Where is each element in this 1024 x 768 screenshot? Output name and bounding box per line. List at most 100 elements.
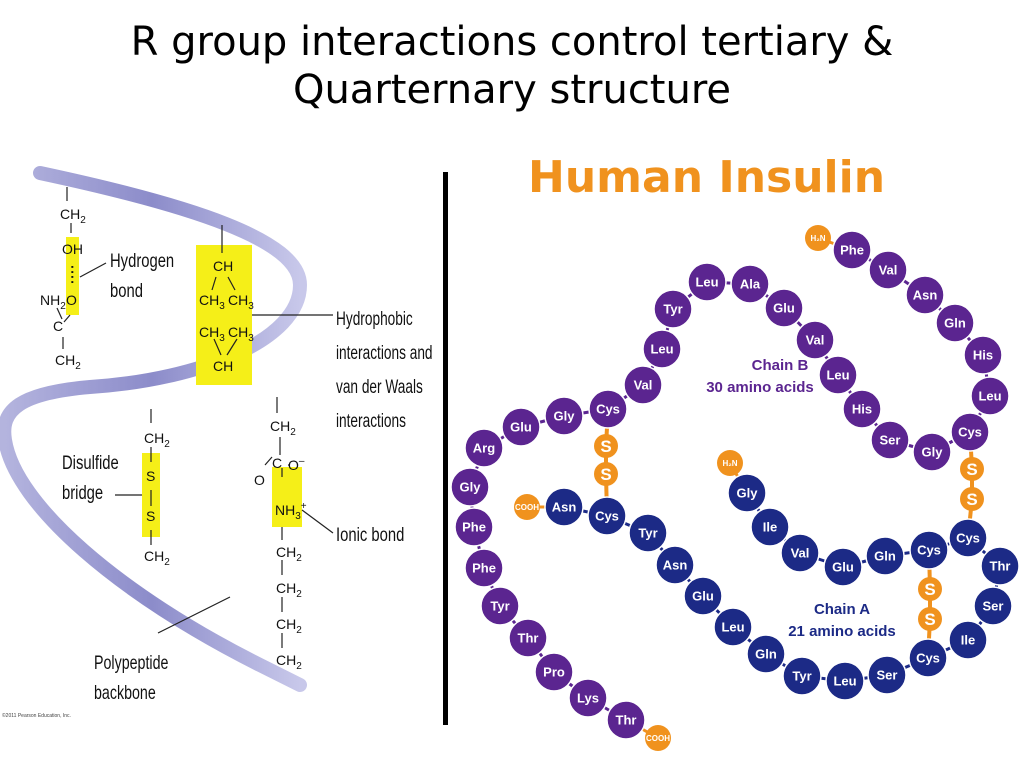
chain-a-count-label: 21 amino acids	[788, 623, 896, 640]
chain-a-residue: Gln	[746, 634, 786, 674]
chain-b-residue-label: Lys	[577, 691, 599, 706]
chain-b-residue-label: Gln	[944, 316, 966, 331]
chain-b-residue: Phe	[464, 548, 504, 588]
sulfur-atom	[918, 577, 942, 601]
human-insulin-diagram: Human Insulin PheValAsnGlnHisLeuCysGlySe…	[450, 152, 1020, 751]
label-leader-lines	[79, 262, 334, 634]
chain-b-residue: Pro	[534, 652, 574, 692]
chain-a-bead	[746, 634, 786, 674]
chain-a-residue-label: Val	[791, 546, 810, 561]
chain-b-residue-label: Leu	[695, 275, 718, 290]
chain-b-bead	[870, 420, 910, 460]
o-label: O	[66, 292, 77, 308]
chain-b-residue: Leu	[642, 329, 682, 369]
chain-a-residue-label: Tyr	[792, 669, 811, 684]
chain-b-bead	[970, 376, 1010, 416]
chain-b-residue: Tyr	[480, 586, 520, 626]
chain-b-residue: Thr	[508, 618, 548, 658]
sulfur-atom	[960, 487, 984, 511]
chain-b-residue-label: Tyr	[663, 302, 682, 317]
chain-a-bead	[908, 638, 948, 678]
chain-a-bead	[948, 518, 988, 558]
polypeptide-backbone-ribbon	[0, 166, 308, 692]
chain-a-n-terminus	[717, 450, 743, 476]
chain-a-residue-label: Cys	[595, 509, 619, 524]
ch2-label: CH2	[144, 430, 170, 450]
chain-b-count-label: 30 amino acids	[706, 379, 814, 396]
chain-a-residue-label: Asn	[663, 558, 688, 573]
chain-a-residue: Ile	[750, 507, 790, 547]
ch2-label: CH2	[55, 352, 81, 372]
chain-b-bead	[963, 335, 1003, 375]
chain-b-bead	[868, 250, 908, 290]
chain-b-residue-label: Tyr	[490, 599, 509, 614]
chain-a-residue-label: Glu	[692, 589, 714, 604]
c-label: C	[53, 318, 63, 334]
polypeptide-backbone-label: backbone	[94, 682, 156, 703]
chain-b-bead	[818, 355, 858, 395]
chain-b-residue: Leu	[687, 262, 727, 302]
chain-a-residue: Asn	[544, 487, 584, 527]
c-label: C	[272, 455, 282, 471]
chain-a-residue-label: Asn	[552, 500, 577, 515]
chain-b-bead	[501, 407, 541, 447]
chain-a-c-terminus-label: COOH	[515, 503, 539, 512]
chain-b-residue: Leu	[970, 376, 1010, 416]
sulfur-label: S	[966, 460, 977, 479]
title-line-2: Quarternary structure	[292, 67, 732, 113]
chain-b-residue-label: Leu	[978, 389, 1001, 404]
chain-a-bead	[980, 546, 1020, 586]
chain-b-residue-label: Cys	[596, 402, 620, 417]
chain-b-residue: Gly	[450, 467, 490, 507]
chain-a-residue: Cys	[948, 518, 988, 558]
disulfide-bridge-label: Disulfide	[62, 452, 119, 473]
sulfur-label: S	[924, 580, 935, 599]
chain-b-residue: Asn	[905, 275, 945, 315]
chain-b-bead	[905, 275, 945, 315]
chain-b-bead	[480, 586, 520, 626]
chain-a-residue-label: Cys	[916, 651, 940, 666]
title-line-1: R group interactions control tertiary &	[130, 19, 894, 65]
bond-lines	[56, 187, 290, 648]
chain-b-residue: Gln	[935, 303, 975, 343]
chain-b-residue-label: His	[852, 402, 872, 417]
chain-b-residue-label: Glu	[510, 420, 532, 435]
chain-b-residue: Val	[623, 365, 663, 405]
chain-a-residue-label: Glu	[832, 560, 854, 575]
hydrogen-bond-highlight	[66, 237, 79, 315]
chain-b-bead	[623, 365, 663, 405]
chain-b-residue-label: Thr	[518, 631, 539, 646]
vertical-divider	[443, 172, 448, 725]
chain-b-bead	[842, 389, 882, 429]
chain-a-residue: Glu	[683, 576, 723, 616]
chain-b-residue: Arg	[464, 428, 504, 468]
chain-b-residue-label: Leu	[826, 368, 849, 383]
ch-label: CH	[213, 358, 233, 374]
hydrophobic-label: interactions and	[336, 342, 433, 364]
chain-a-bead	[628, 513, 668, 553]
chain-b-residue: Phe	[832, 230, 872, 270]
chain-a-residue-label: Ile	[961, 633, 975, 648]
chain-b-residue-label: Gly	[460, 480, 482, 495]
chain-a-bead	[825, 661, 865, 701]
chain-a-residue: Cys	[587, 496, 627, 536]
chain-b-residue-label: Val	[634, 378, 653, 393]
o-label: O	[254, 472, 265, 488]
disulfide-bridge-label: bridge	[62, 482, 103, 503]
ch3-label: CH3	[199, 324, 225, 344]
chain-a-n-terminus-label: H₂N	[722, 459, 737, 468]
chain-a-residue: Cys	[909, 530, 949, 570]
chain-a-bead	[683, 576, 723, 616]
chain-b-residue-label: Phe	[472, 561, 496, 576]
chain-b-c-terminus-label: COOH	[646, 734, 670, 743]
chain-a-bead	[713, 607, 753, 647]
chain-a-residue-label: Cys	[917, 543, 941, 558]
chain-b-residue: Cys	[950, 412, 990, 452]
chain-a-bead	[655, 545, 695, 585]
chain-a-label: Chain A	[814, 601, 870, 618]
chain-b-bead	[642, 329, 682, 369]
chain-b-residue: Gly	[544, 396, 584, 436]
ch2-label: CH2	[144, 548, 170, 568]
chain-a-residue-label: Gln	[755, 647, 777, 662]
hydrogen-bond-label: bond	[110, 280, 143, 301]
